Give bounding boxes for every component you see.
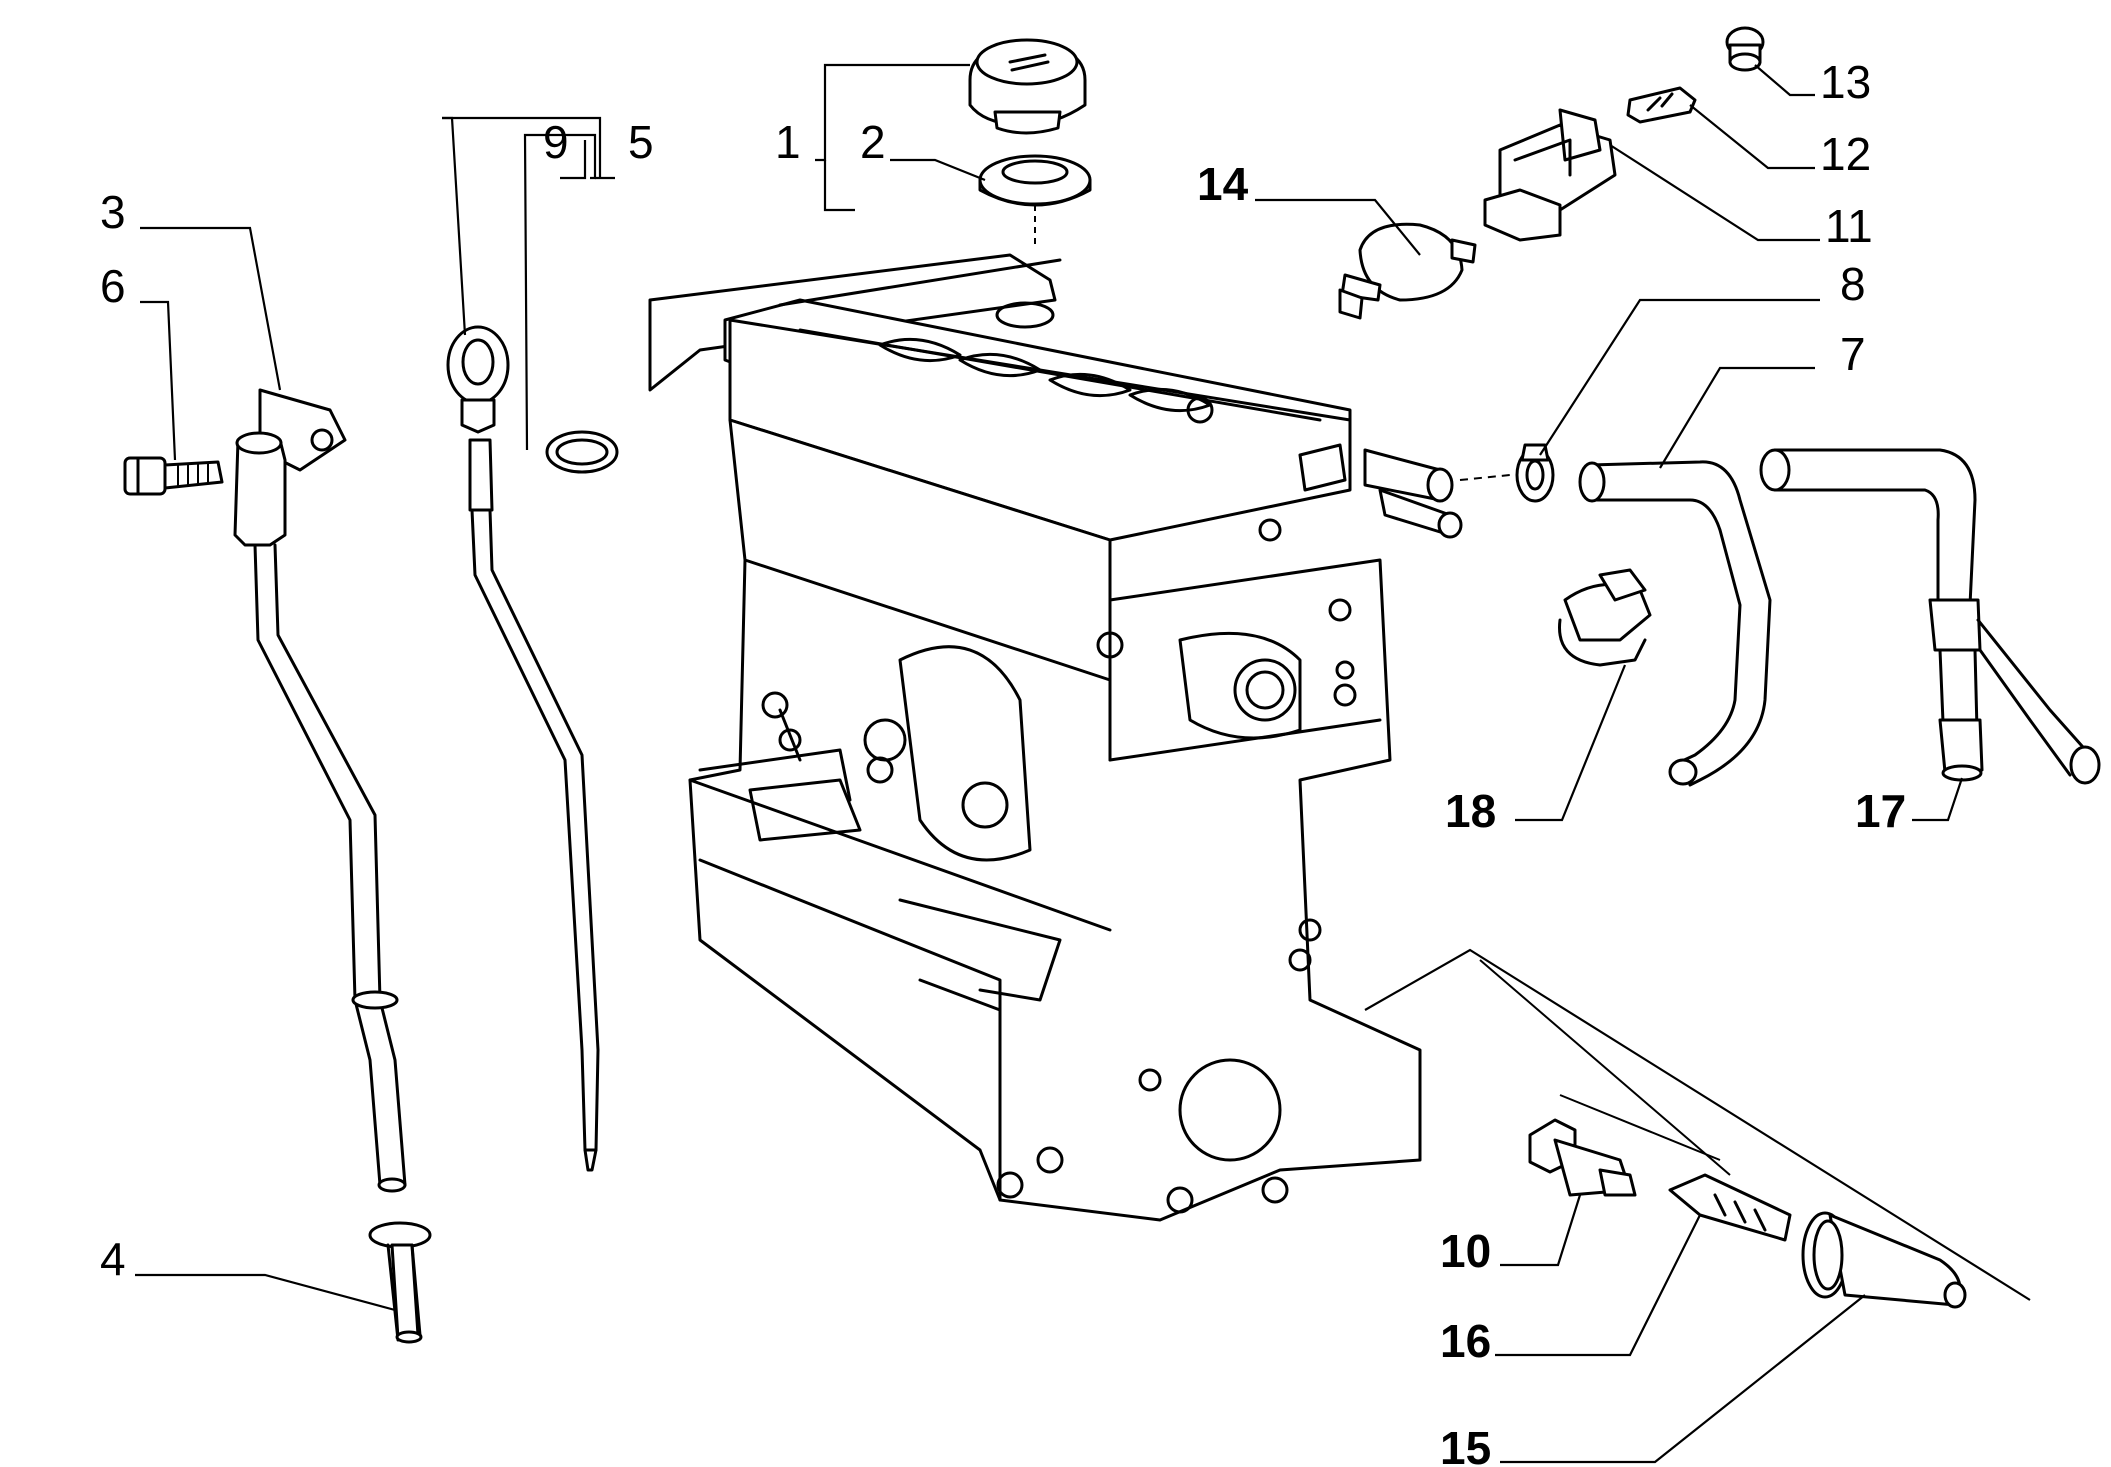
engine-block xyxy=(648,253,1511,1222)
callout-18: 18 xyxy=(1445,785,1496,837)
leader-lines xyxy=(135,63,2031,1464)
temperature-switch xyxy=(1528,1118,1637,1197)
callout-17: 17 xyxy=(1855,785,1906,837)
callout-labels: 1 2 3 6 9 5 4 14 13 12 11 8 7 18 17 10 1… xyxy=(100,56,1906,1467)
callout-5: 5 xyxy=(628,116,654,168)
dipstick xyxy=(446,325,600,1172)
callout-2: 2 xyxy=(860,116,886,168)
tee-hose xyxy=(1759,448,2101,785)
callout-3: 3 xyxy=(100,186,126,238)
dipstick-tube-seal xyxy=(368,1221,432,1344)
rubber-boot xyxy=(1801,1211,1967,1309)
oil-filler-cap xyxy=(968,38,1087,135)
dipstick-tube xyxy=(233,388,407,1193)
oil-pressure-switch xyxy=(1338,222,1477,320)
hose-clip xyxy=(1558,568,1652,667)
female-terminal xyxy=(1668,1173,1792,1242)
callout-1: 1 xyxy=(775,116,801,168)
breather-hose xyxy=(1578,460,1772,787)
protective-cap xyxy=(1725,26,1765,72)
bolt xyxy=(123,456,224,496)
callout-7: 7 xyxy=(1840,328,1866,380)
callout-6: 6 xyxy=(100,260,126,312)
callout-11: 11 xyxy=(1825,200,1873,252)
electrical-terminal xyxy=(1626,86,1697,124)
callout-15: 15 xyxy=(1440,1422,1491,1467)
callout-10: 10 xyxy=(1440,1225,1491,1277)
wiring-connector xyxy=(1483,108,1617,242)
dipstick-o-ring xyxy=(545,430,619,474)
callout-14: 14 xyxy=(1197,158,1249,210)
callout-12: 12 xyxy=(1820,128,1871,180)
callout-9: 9 xyxy=(543,116,569,168)
callout-8: 8 xyxy=(1840,258,1866,310)
callout-13: 13 xyxy=(1820,56,1871,108)
callout-4: 4 xyxy=(100,1233,126,1285)
hose-clamp xyxy=(1515,443,1555,503)
callout-16: 16 xyxy=(1440,1315,1491,1367)
filler-cap-gasket xyxy=(978,154,1092,245)
